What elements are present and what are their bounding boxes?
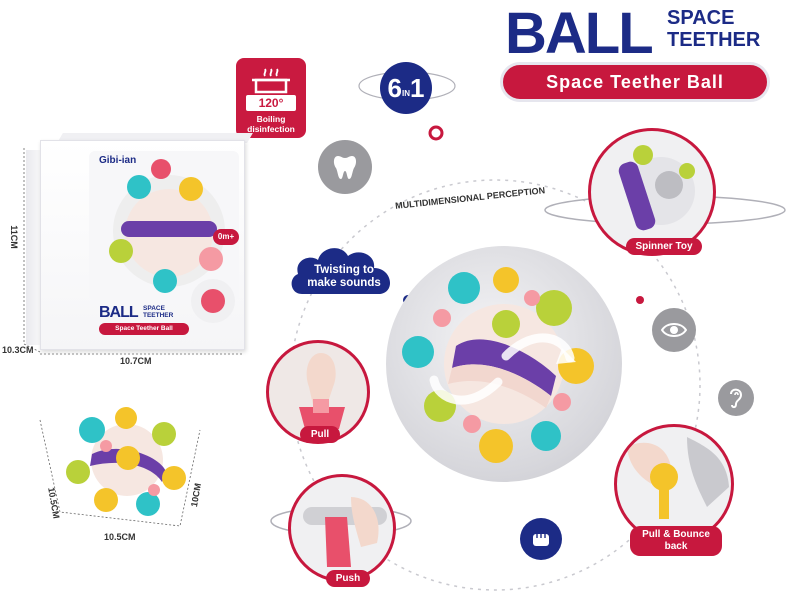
six-in: IN	[402, 88, 410, 98]
box-brand: Gibi-ian	[99, 155, 137, 166]
tooth-icon	[318, 140, 372, 194]
box-title-space: SPACE	[143, 305, 165, 312]
product-box: Gibi-ian 0m+ BALL SPACE TEETHER Space Te…	[40, 140, 245, 350]
title-space: SPACE	[667, 7, 735, 29]
six-num: 6	[387, 72, 402, 103]
ball-illustration	[402, 267, 594, 463]
perception-text: MULTIDIMENSIONAL PERCEPTION	[395, 185, 546, 210]
eye-icon	[652, 308, 696, 352]
box-title-ball: BALL	[99, 304, 139, 321]
push-photo	[288, 474, 396, 582]
box-title-teether: TEETHER	[143, 312, 174, 319]
box-side	[26, 150, 42, 345]
box-subtitle: Space Teether Ball	[99, 323, 189, 335]
bounce-line2: back	[664, 541, 688, 552]
twisting-line1: Twisting to	[314, 264, 374, 276]
bounce-label: Pull & Bounce back	[630, 526, 722, 556]
box-width-dim: 10.7CM	[120, 356, 152, 366]
twisting-line2: make sounds	[307, 277, 381, 289]
box-height-dim: 11CM	[8, 225, 19, 249]
title-ball: BALL	[505, 1, 654, 66]
title-teether: TEETHER	[667, 29, 761, 51]
push-label: Push	[326, 570, 370, 587]
bounce-line1: Pull & Bounce	[642, 529, 710, 540]
ear-icon	[718, 380, 754, 416]
perception-label-svg: MULTIDIMENSIONAL PERCEPTION	[395, 185, 546, 210]
fist-icon	[520, 518, 562, 560]
ball-bottom-dim: 10.5CM	[104, 532, 136, 542]
title-banner: Space Teether Ball	[500, 62, 770, 102]
small-ball	[62, 400, 192, 520]
box-window	[89, 151, 239, 323]
six-one: 1	[410, 72, 425, 103]
boiling-badge: 120° Boiling disinfection	[236, 58, 306, 138]
spinner-photo	[588, 128, 716, 256]
boiling-line1: Boiling	[256, 114, 286, 124]
box-age-badge: 0m+	[213, 229, 239, 245]
twisting-cloud: Twisting to make sounds	[288, 236, 400, 300]
boiling-temp: 120°	[246, 95, 296, 111]
box-depth-dim: 10.3CM	[2, 345, 34, 355]
bounce-photo	[614, 424, 734, 544]
box-dimension-lines	[23, 148, 244, 527]
six-in-one-badge: 6 IN 1	[380, 62, 432, 114]
central-ball-circle	[386, 246, 622, 482]
pull-label: Pull	[300, 426, 340, 443]
boiling-line2: disinfection	[247, 124, 295, 134]
spinner-label: Spinner Toy	[626, 238, 702, 255]
pot-icon	[252, 68, 290, 94]
